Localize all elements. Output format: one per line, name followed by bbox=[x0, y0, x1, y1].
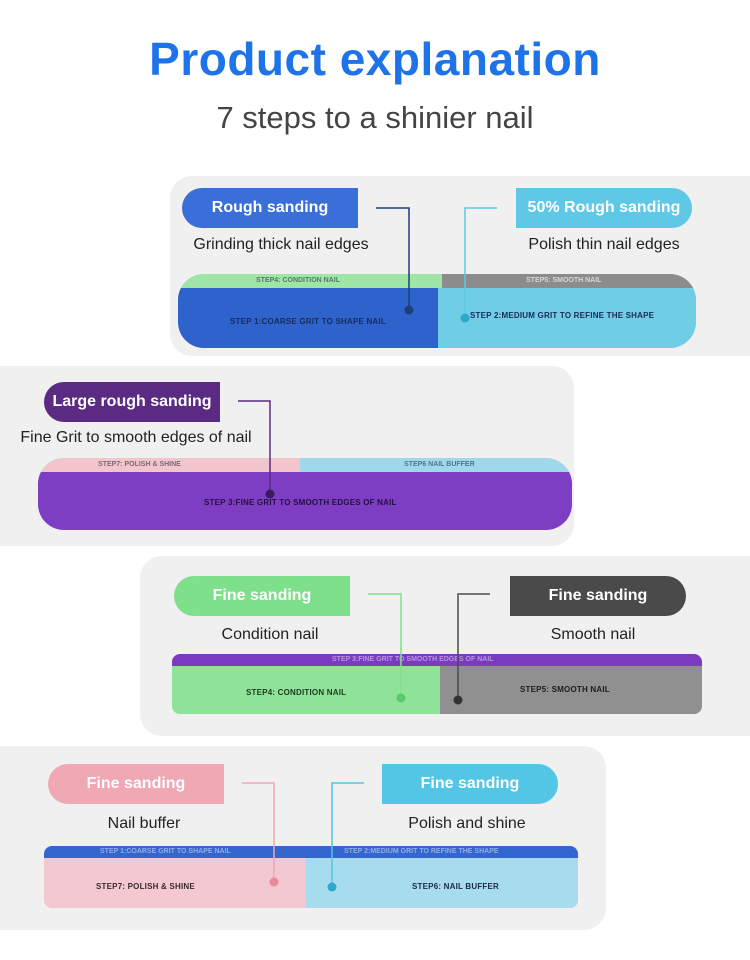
nail-file-4: STEP 1:COARSE GRIT TO SHAPE NAIL STEP 2:… bbox=[44, 846, 578, 908]
shine-sanding-caption: Polish and shine bbox=[408, 815, 526, 832]
page-subtitle: 7 steps to a shinier nail bbox=[216, 100, 534, 135]
rough-sanding-pill: Rough sanding bbox=[182, 188, 358, 228]
shine-sanding-pill: Fine sanding bbox=[382, 764, 558, 804]
buffer-sanding-caption: Nail buffer bbox=[107, 815, 181, 832]
step1-label: STEP 1:COARSE GRIT TO SHAPE NAIL bbox=[230, 317, 386, 326]
nail-file-3: STEP 3:FINE GRIT TO SMOOTH EDGES OF NAIL… bbox=[172, 654, 702, 714]
condition-sanding-pill: Fine sanding bbox=[174, 576, 350, 616]
file-2-top-left-text: STEP7: POLISH & SHINE bbox=[98, 461, 181, 468]
file-1-top-left-text: STEP4: CONDITION NAIL bbox=[256, 277, 341, 284]
smooth-sanding-caption: Smooth nail bbox=[550, 626, 636, 643]
file-1-top-strip: STEP4: CONDITION NAIL STEP5: SMOOTH NAIL bbox=[178, 274, 696, 288]
file-2-top-right-text: STEP6 NAIL BUFFER bbox=[404, 461, 475, 468]
smooth-sanding-label: Fine sanding bbox=[548, 587, 648, 604]
file-3-top-text: STEP 3:FINE GRIT TO SMOOTH EDGES OF NAIL bbox=[332, 656, 494, 663]
step2-label: STEP 2:MEDIUM GRIT TO REFINE THE SHAPE bbox=[470, 311, 655, 320]
page-title: Product explanation bbox=[149, 33, 601, 85]
rough-sanding-caption: Grinding thick nail edges bbox=[193, 236, 369, 253]
condition-sanding-label: Fine sanding bbox=[212, 587, 312, 604]
file-4-top-left-text: STEP 1:COARSE GRIT TO SHAPE NAIL bbox=[100, 848, 231, 855]
buffer-sanding-pill: Fine sanding bbox=[48, 764, 224, 804]
file-3-top-strip: STEP 3:FINE GRIT TO SMOOTH EDGES OF NAIL bbox=[172, 654, 702, 666]
step7-label: STEP7: POLISH & SHINE bbox=[96, 882, 195, 891]
condition-sanding-caption: Condition nail bbox=[221, 626, 319, 643]
step4-label: STEP4: CONDITION NAIL bbox=[246, 688, 347, 697]
buffer-sanding-label: Fine sanding bbox=[86, 775, 186, 792]
nail-file-2: STEP7: POLISH & SHINE STEP6 NAIL BUFFER … bbox=[38, 458, 572, 530]
file-4-top-strip: STEP 1:COARSE GRIT TO SHAPE NAIL STEP 2:… bbox=[44, 846, 578, 858]
step3-fine-segment bbox=[38, 472, 572, 530]
step3-label: STEP 3:FINE GRIT TO SMOOTH EDGES OF NAIL bbox=[204, 498, 397, 507]
file-1-top-right-text: STEP5: SMOOTH NAIL bbox=[526, 277, 602, 284]
file-4-top-right-text: STEP 2:MEDIUM GRIT TO REFINE THE SHAPE bbox=[344, 848, 499, 855]
step6-label: STEP6: NAIL BUFFER bbox=[412, 882, 500, 891]
medium-rough-sanding-caption: Polish thin nail edges bbox=[528, 236, 680, 253]
large-rough-sanding-pill: Large rough sanding bbox=[44, 382, 220, 422]
large-rough-sanding-caption: Fine Grit to smooth edges of nail bbox=[20, 429, 252, 446]
medium-rough-sanding-label: 50% Rough sanding bbox=[527, 199, 681, 216]
rough-sanding-label: Rough sanding bbox=[211, 199, 329, 216]
smooth-sanding-pill: Fine sanding bbox=[510, 576, 686, 616]
medium-rough-sanding-pill: 50% Rough sanding bbox=[516, 188, 692, 228]
nail-file-1: STEP4: CONDITION NAIL STEP5: SMOOTH NAIL… bbox=[178, 274, 696, 348]
file-2-top-strip: STEP7: POLISH & SHINE STEP6 NAIL BUFFER bbox=[38, 458, 572, 472]
large-rough-sanding-label: Large rough sanding bbox=[52, 393, 212, 410]
step5-label: STEP5: SMOOTH NAIL bbox=[520, 685, 610, 694]
shine-sanding-label: Fine sanding bbox=[420, 775, 520, 792]
